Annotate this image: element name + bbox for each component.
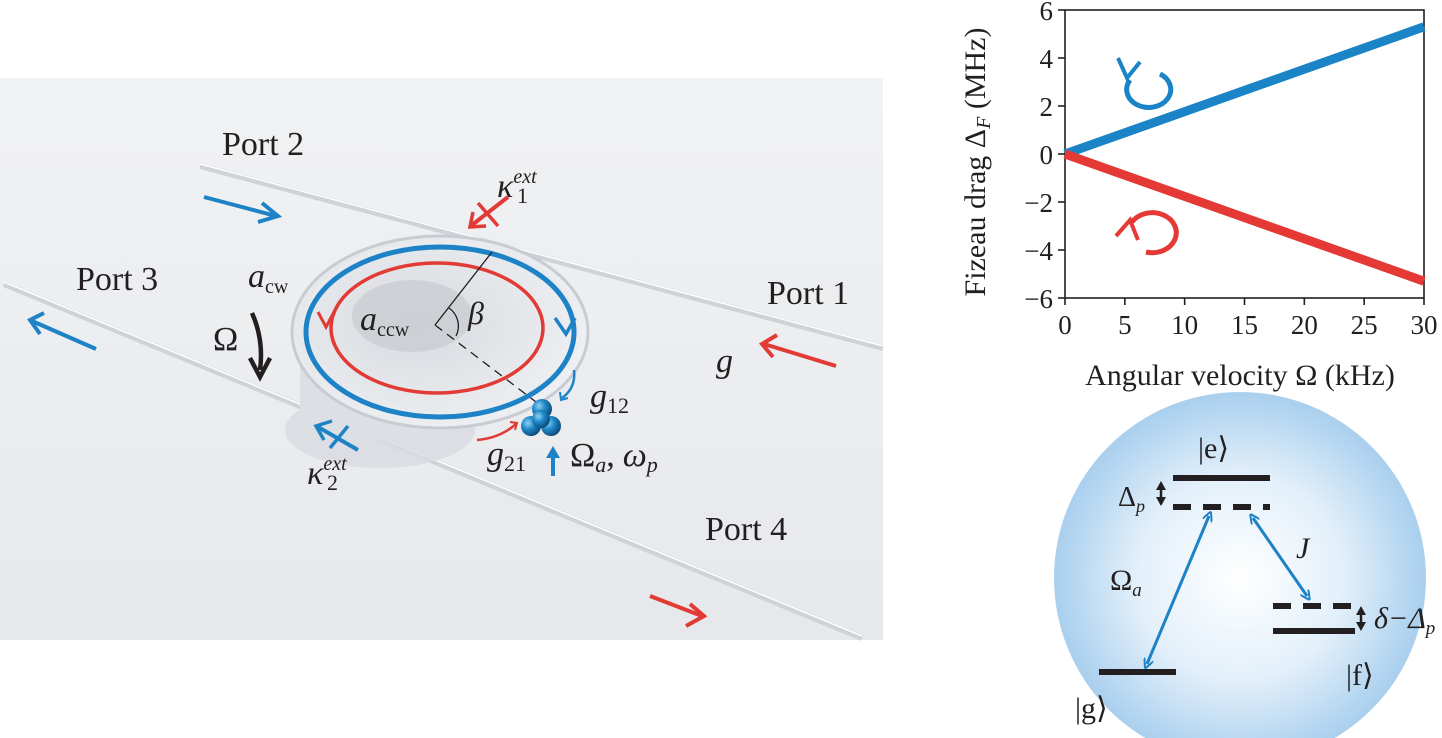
delta-p-label: Δp	[1118, 482, 1145, 516]
x-tick-label: 20	[1291, 310, 1318, 340]
y-tick-label: 0	[1040, 140, 1054, 170]
beta-atom-line	[434, 324, 541, 406]
drive-label: Ωa,ωp	[570, 437, 658, 477]
plot-frame	[1064, 9, 1425, 299]
series-line-counterclockwise	[1063, 149, 1426, 286]
delta-p-arrow	[1156, 481, 1166, 506]
clockwise-rotation-icon	[1116, 57, 1174, 110]
j-transition	[1253, 518, 1307, 596]
chart-series-layer	[1063, 22, 1426, 286]
level-g-label: |g⟩	[1075, 692, 1108, 725]
beta-label: β	[467, 295, 484, 331]
g21-label: g21	[487, 436, 526, 476]
kappa1-loss-arrow	[467, 195, 510, 229]
chart-gridless-frame	[1064, 9, 1425, 299]
x-tick-label: 25	[1351, 310, 1378, 340]
port4-label: Port 4	[705, 511, 787, 548]
x-tick-label: 5	[1118, 310, 1132, 340]
energy-level-diagram: |e⟩ |g⟩ |f⟩ Δp J Ωa δ−Δp	[1054, 392, 1435, 738]
omega-a-label: Ωa	[1110, 564, 1142, 601]
ring-scene: Port 2 Port 3 Port 1 Port 4 acw accw Ω β…	[0, 78, 884, 641]
g12-label: g12	[590, 378, 629, 418]
beta-angle-arc	[448, 307, 460, 337]
x-tick-label: 0	[1058, 310, 1072, 340]
cw-ring-arrowhead	[553, 317, 577, 338]
g-label: g	[716, 343, 733, 380]
j-label: J	[1296, 532, 1311, 565]
port3-label: Port 3	[76, 261, 158, 298]
a-cw-label: acw	[248, 258, 289, 298]
port2-input-arrow	[203, 195, 283, 224]
x-tick-label: 15	[1231, 310, 1258, 340]
port1-label: Port 1	[767, 275, 849, 312]
drive-arrowhead	[546, 446, 560, 458]
port3-output-arrow	[27, 311, 97, 351]
detuning-label: δ−Δp	[1374, 602, 1435, 639]
g21-coupling-arrow	[476, 423, 517, 442]
y-tick-label: 6	[1040, 0, 1054, 26]
port4-output-arrow	[649, 594, 708, 628]
y-axis-label: Fizeau drag ΔF (MHz)	[959, 28, 995, 297]
ccw-mode-ring	[329, 261, 545, 395]
resonator-center	[352, 280, 472, 352]
g12-coupling-arrow	[561, 369, 576, 400]
a-ccw-label: accw	[360, 301, 410, 341]
beta-reference-line	[434, 251, 493, 326]
x-tick-label: 30	[1411, 310, 1438, 340]
upper-waveguide	[199, 163, 884, 351]
g12-coupling-arrowhead	[559, 391, 569, 402]
detuning-arrow	[1356, 606, 1366, 631]
level-f-label: |f⟩	[1346, 659, 1374, 692]
counterclockwise-rotation-icon	[1114, 210, 1179, 256]
omega-a-transition	[1147, 516, 1209, 664]
rotation-arrow	[249, 312, 264, 371]
rotation-arrowhead	[248, 356, 272, 382]
upper-waveguide-highlight	[199, 163, 884, 347]
y-tick-label: −2	[1024, 188, 1053, 218]
port1-input-arrow	[758, 333, 837, 368]
rotation-omega-label: Ω	[213, 321, 238, 358]
y-tick-label: −4	[1024, 236, 1053, 266]
atom-cluster	[521, 399, 561, 436]
x-tick-label: 10	[1171, 310, 1198, 340]
y-tick-label: 4	[1040, 44, 1054, 74]
series-line-clockwise	[1063, 22, 1426, 159]
x-axis-label: Angular velocity Ω (kHz)	[1085, 359, 1395, 392]
kappa2-loss-arrow	[313, 419, 359, 452]
y-tick-label: −6	[1024, 284, 1053, 314]
g21-coupling-arrowhead	[509, 421, 519, 431]
y-tick-label: 2	[1040, 92, 1054, 122]
level-e-label: |e⟩	[1198, 432, 1229, 465]
cw-mode-ring	[303, 244, 577, 420]
ccw-ring-arrowhead	[316, 311, 336, 331]
port2-label: Port 2	[222, 126, 304, 163]
